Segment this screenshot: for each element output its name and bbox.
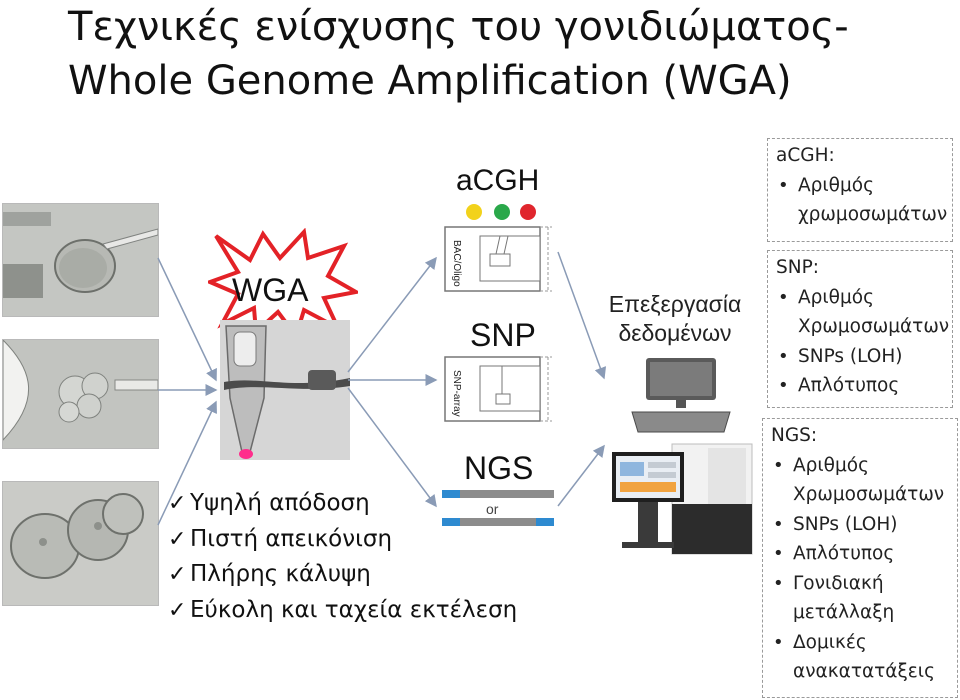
method-arrows bbox=[347, 256, 438, 508]
ngs-reads-icon bbox=[442, 490, 554, 526]
result-item: Αριθμός Χρωμοσωμάτων bbox=[776, 283, 949, 342]
snp-array-icon bbox=[444, 356, 552, 422]
checkmark-icon: ✓ bbox=[168, 526, 187, 552]
computer-icon bbox=[631, 358, 731, 433]
ngs-or-label: or bbox=[486, 501, 499, 517]
result-item: Αριθμός χρωμοσωμάτων bbox=[776, 171, 947, 230]
result-item: Δομικές ανακατατάξεις bbox=[771, 628, 949, 687]
snp-array-label: SNP-array bbox=[451, 370, 462, 417]
advantage-item: ✓Υψηλή απόδοση bbox=[168, 486, 517, 522]
red-dot-icon bbox=[520, 204, 536, 220]
result-item: Αριθμός Χρωμοσωμάτων bbox=[771, 451, 949, 510]
slide-title: Τεχνικές ενίσχυσης του γονιδιώματος- Who… bbox=[68, 0, 948, 108]
embryo-biopsy-image-1 bbox=[2, 203, 159, 317]
yellow-dot-icon bbox=[466, 204, 482, 220]
result-item: Γονιδιακή μετάλλαξη bbox=[771, 569, 949, 628]
acgh-array-icon bbox=[444, 226, 552, 292]
result-item: Απλότυπος bbox=[771, 539, 949, 569]
pcr-tube-photo bbox=[220, 320, 350, 460]
result-item: Απλότυπος bbox=[776, 371, 944, 401]
result-box-snp: SNP: Αριθμός Χρωμοσωμάτων SNPs (LOH) Απλ… bbox=[767, 250, 953, 408]
result-item: SNPs (LOH) bbox=[771, 510, 949, 540]
data-processing-label: Επεξεργασία δεδομένων bbox=[608, 291, 742, 346]
advantage-item: ✓Πλήρης κάλυψη bbox=[168, 557, 517, 593]
embryo-biopsy-image-3 bbox=[2, 481, 159, 606]
ngs-label: NGS bbox=[464, 450, 534, 486]
result-head-acgh: aCGH: bbox=[776, 145, 835, 166]
checkmark-icon: ✓ bbox=[168, 562, 187, 587]
checkmark-icon: ✓ bbox=[168, 597, 187, 623]
acgh-label: aCGH bbox=[456, 164, 540, 197]
ngs-sequencer-image bbox=[612, 443, 753, 555]
result-head-snp: SNP: bbox=[776, 257, 819, 278]
checkmark-icon: ✓ bbox=[168, 491, 187, 516]
advantage-item: ✓Εύκολη και ταχεία εκτέλεση bbox=[168, 593, 517, 629]
advantages-list: ✓Υψηλή απόδοση ✓Πιστή απεικόνιση ✓Πλήρης… bbox=[168, 486, 517, 628]
snp-label: SNP bbox=[470, 317, 536, 353]
result-box-ngs: NGS: Αριθμός Χρωμοσωμάτων SNPs (LOH) Απλ… bbox=[762, 418, 958, 698]
embryo-biopsy-image-2 bbox=[2, 339, 159, 449]
result-box-acgh: aCGH: Αριθμός χρωμοσωμάτων bbox=[767, 138, 953, 242]
title-line-1: Τεχνικές ενίσχυσης του γονιδιώματος- bbox=[68, 4, 849, 50]
advantage-item: ✓Πιστή απεικόνιση bbox=[168, 522, 517, 558]
processing-arrows bbox=[557, 251, 607, 507]
green-dot-icon bbox=[494, 204, 510, 220]
title-line-2: Whole Genome Amplification (WGA) bbox=[68, 58, 792, 104]
result-item: SNPs (LOH) bbox=[776, 342, 944, 372]
bac-oligo-label: BAC/Oligo bbox=[451, 240, 462, 287]
input-arrows bbox=[157, 257, 218, 526]
wga-label: WGA bbox=[232, 272, 309, 308]
result-head-ngs: NGS: bbox=[771, 425, 818, 446]
